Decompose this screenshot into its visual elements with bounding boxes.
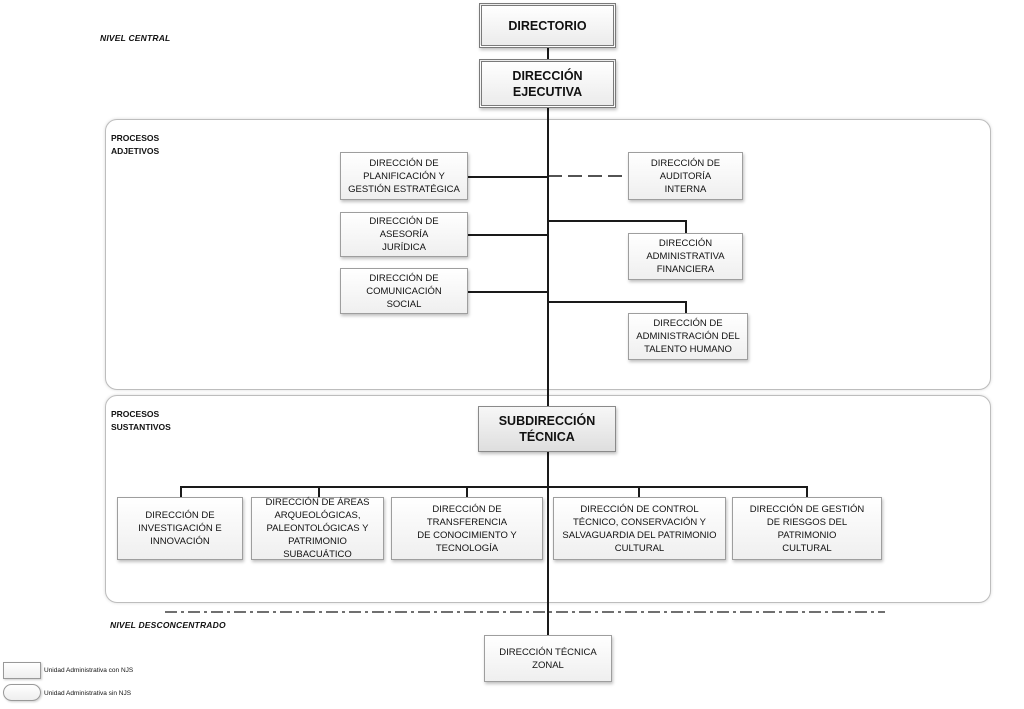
unit-subdireccion-tecnica[interactable]: SUBDIRECCIÓN TÉCNICA bbox=[478, 406, 616, 452]
connector-investigacion bbox=[180, 486, 182, 498]
unit-administrativa-financiera[interactable]: DIRECCIÓN ADMINISTRATIVA FINANCIERA bbox=[628, 233, 743, 280]
connector-areas bbox=[318, 486, 320, 498]
unit-planificacion[interactable]: DIRECCIÓN DE PLANIFICACIÓN Y GESTIÓN EST… bbox=[340, 152, 468, 200]
legend-label-sin-njs: Unidad Administrativa sin NJS bbox=[44, 690, 132, 697]
connector-control bbox=[638, 486, 640, 498]
unit-control-tecnico[interactable]: DIRECCIÓN DE CONTROL TÉCNICO, CONSERVACI… bbox=[553, 497, 726, 560]
unit-comunicacion-social[interactable]: DIRECCIÓN DE COMUNICACIÓN SOCIAL bbox=[340, 268, 468, 314]
connector-transferencia bbox=[466, 486, 468, 498]
connector-auditoria-dashed bbox=[548, 175, 630, 177]
connector-talento-h bbox=[548, 301, 686, 303]
unit-talento-humano[interactable]: DIRECCIÓN DE ADMINISTRACIÓN DEL TALENTO … bbox=[628, 313, 748, 360]
legend-swatch-con-njs bbox=[3, 662, 41, 679]
unit-direccion-ejecutiva[interactable]: DIRECCIÓN EJECUTIVA bbox=[479, 59, 616, 108]
connector-asesoria bbox=[468, 234, 548, 236]
connector-sustantivos-bus bbox=[180, 486, 807, 488]
legend-label-con-njs: Unidad Administrativa con NJS bbox=[44, 667, 134, 674]
level-label-central: NIVEL CENTRAL bbox=[100, 33, 171, 43]
unit-asesoria-juridica[interactable]: DIRECCIÓN DE ASESORÍA JURÍDICA bbox=[340, 212, 468, 257]
unit-directorio[interactable]: DIRECTORIO bbox=[479, 3, 616, 48]
unit-direccion-tecnica-zonal[interactable]: DIRECCIÓN TÉCNICA ZONAL bbox=[484, 635, 612, 682]
region-label-sustantivos: PROCESOS SUSTANTIVOS bbox=[111, 409, 171, 432]
connector-administrativa-h bbox=[548, 220, 686, 222]
unit-transferencia-conocimiento[interactable]: DIRECCIÓN DE TRANSFERENCIA DE CONOCIMIEN… bbox=[391, 497, 543, 560]
connector-planificacion bbox=[468, 176, 548, 178]
connector-directorio-ejecutiva bbox=[547, 48, 549, 59]
unit-investigacion-innovacion[interactable]: DIRECCIÓN DE INVESTIGACIÓN E INNOVACIÓN bbox=[117, 497, 243, 560]
level-separator-line bbox=[165, 611, 885, 613]
legend-swatch-sin-njs bbox=[3, 684, 41, 701]
unit-auditoria-interna[interactable]: DIRECCIÓN DE AUDITORÍA INTERNA bbox=[628, 152, 743, 200]
unit-areas-arqueologicas[interactable]: DIRECCIÓN DE ÁREAS ARQUEOLÓGICAS, PALEON… bbox=[251, 497, 384, 560]
connector-administrativa-v bbox=[685, 220, 687, 234]
connector-talento-v bbox=[685, 301, 687, 314]
level-label-desconcentrado: NIVEL DESCONCENTRADO bbox=[110, 620, 226, 630]
connector-riesgos bbox=[806, 486, 808, 498]
region-label-adjetivos: PROCESOS ADJETIVOS bbox=[111, 133, 160, 156]
connector-comunicacion bbox=[468, 291, 548, 293]
unit-gestion-riesgos[interactable]: DIRECCIÓN DE GESTIÓN DE RIESGOS DEL PATR… bbox=[732, 497, 882, 560]
connector-main-trunk bbox=[547, 108, 549, 635]
